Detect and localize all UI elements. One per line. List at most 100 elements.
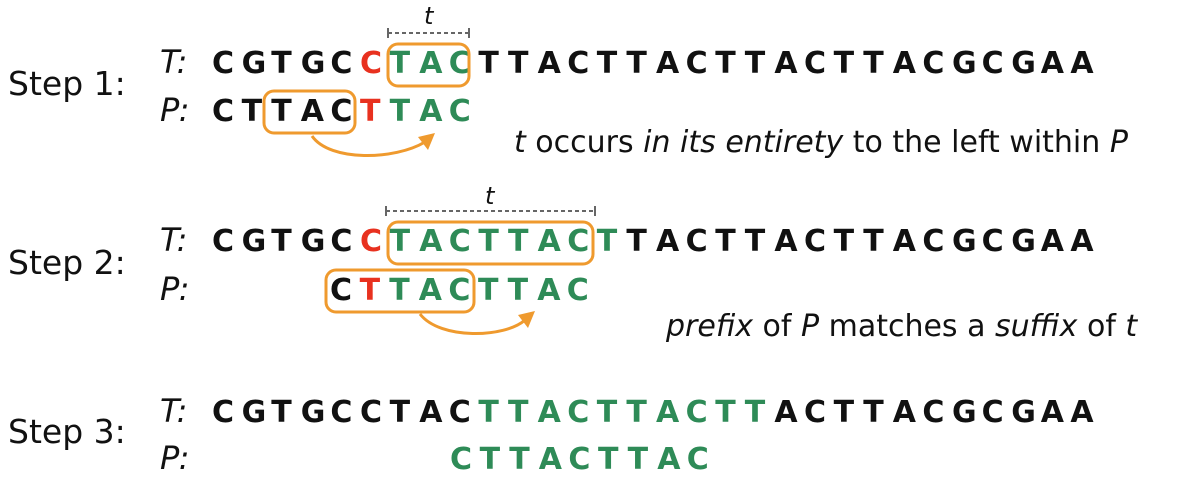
step-1-T-sequence-letter-5: C bbox=[360, 46, 382, 81]
step-2-T-sequence-letter-1: G bbox=[242, 224, 267, 259]
step-3-T-sequence-letter-6: T bbox=[390, 395, 411, 430]
step-1-T-sequence-letter-17: T bbox=[715, 46, 736, 81]
step-1-T-sequence-letter-8: C bbox=[449, 46, 471, 81]
step-2-T-sequence-letter-2: T bbox=[271, 224, 292, 259]
step-3-T-sequence-letter-9: T bbox=[478, 395, 499, 430]
step-1-T-sequence-letter-9: T bbox=[478, 46, 499, 81]
step-3-T-sequence-letter-2: T bbox=[271, 395, 292, 430]
step-2-T-sequence-letter-11: A bbox=[538, 224, 562, 259]
step-1-T-sequence-letter-4: C bbox=[330, 46, 352, 81]
step-2-T-sequence-letter-8: C bbox=[449, 224, 471, 259]
step-1-T-sequence-letter-25: G bbox=[952, 46, 977, 81]
step-2-T-sequence-letter-17: T bbox=[715, 224, 736, 259]
step-3-T-sequence-letter-22: T bbox=[863, 395, 884, 430]
step-1-T-sequence-letter-15: A bbox=[656, 46, 680, 81]
step-3-P-sequence-letter-3: A bbox=[539, 442, 563, 477]
step-1-T-sequence-letter-20: C bbox=[804, 46, 826, 81]
step-1-T-sequence-letter-0: C bbox=[212, 46, 234, 81]
step-1-P-sequence-letter-0: C bbox=[212, 94, 234, 129]
step-3-T-sequence-letter-4: C bbox=[330, 395, 352, 430]
step-1-P-sequence-letter-2: T bbox=[271, 94, 292, 129]
step-2-P-sequence-letter-0: C bbox=[330, 273, 352, 308]
step-2-prefix-box bbox=[324, 268, 476, 314]
step-3-T-sequence-letter-12: C bbox=[567, 395, 589, 430]
step-2-T-sequence-letter-29: A bbox=[1070, 224, 1094, 259]
step-3-T-sequence-letter-13: T bbox=[597, 395, 618, 430]
step-1-T-sequence-letter-18: T bbox=[745, 46, 766, 81]
step-2-T-sequence-letter-23: A bbox=[893, 224, 917, 259]
step-3-P-sequence-letter-6: T bbox=[628, 442, 649, 477]
step-1-T-sequence-letter-21: T bbox=[834, 46, 855, 81]
step-2-P-sequence-letter-5: T bbox=[478, 273, 499, 308]
step-2-T-sequence-letter-5: C bbox=[360, 224, 382, 259]
step-1-T-sequence-letter-11: A bbox=[538, 46, 562, 81]
step-3-T-sequence-letter-18: T bbox=[745, 395, 766, 430]
step-2-T-label: T: bbox=[160, 221, 187, 259]
step-3-T-sequence-letter-19: A bbox=[774, 395, 798, 430]
step-1-T-sequence-letter-3: G bbox=[301, 46, 326, 81]
step-2-t-bracket: t bbox=[385, 182, 596, 216]
step-1-T-sequence-letter-28: A bbox=[1041, 46, 1065, 81]
step-3-P-sequence-letter-7: A bbox=[657, 442, 681, 477]
step-3-P-sequence-letter-2: T bbox=[509, 442, 530, 477]
step-3-T-sequence-letter-0: C bbox=[212, 395, 234, 430]
step-2-P-sequence-letter-6: T bbox=[508, 273, 529, 308]
step-1-P-sequence-letter-3: A bbox=[301, 94, 325, 129]
step-3-label: Step 3: bbox=[8, 412, 126, 451]
step-1-t-box bbox=[386, 42, 471, 88]
step-3-T-sequence-letter-28: A bbox=[1041, 395, 1065, 430]
step-1-P-sequence-letter-6: T bbox=[390, 94, 411, 129]
step-1-P-sequence-letter-5: T bbox=[360, 94, 381, 129]
step-3-T-sequence-letter-5: C bbox=[360, 395, 382, 430]
step-3-P-sequence-letter-8: C bbox=[687, 442, 709, 477]
step-2-T-sequence-letter-12: C bbox=[567, 224, 589, 259]
step-3-T-sequence-letter-3: G bbox=[301, 395, 326, 430]
step-1-T-sequence-letter-12: C bbox=[567, 46, 589, 81]
step-2-T-sequence-letter-13: T bbox=[597, 224, 618, 259]
step-2-T-sequence-letter-22: T bbox=[863, 224, 884, 259]
step-3-T-sequence-letter-16: C bbox=[686, 395, 708, 430]
step-2-T-sequence-letter-19: A bbox=[774, 224, 798, 259]
step-2-P-sequence-letter-8: C bbox=[567, 273, 589, 308]
step-1-T-sequence-letter-2: T bbox=[271, 46, 292, 81]
step-1-t-label: t bbox=[424, 2, 435, 30]
step-2-T-sequence-letter-21: T bbox=[834, 224, 855, 259]
step-2-label: Step 2: bbox=[8, 243, 126, 282]
step-1-T-sequence-letter-16: C bbox=[686, 46, 708, 81]
step-2-T-sequence-letter-25: G bbox=[952, 224, 977, 259]
step-3-T-sequence-letter-24: C bbox=[922, 395, 944, 430]
step-2-T-sequence-letter-7: A bbox=[419, 224, 443, 259]
step-2-T-sequence-letter-16: C bbox=[686, 224, 708, 259]
step-1-T-sequence-letter-22: T bbox=[863, 46, 884, 81]
step-2-T-sequence-letter-14: T bbox=[626, 224, 647, 259]
step-2-arrow bbox=[418, 313, 527, 335]
step-3-P-sequence-letter-5: T bbox=[598, 442, 619, 477]
step-2-T-sequence-letter-4: C bbox=[330, 224, 352, 259]
step-1-P-label: P: bbox=[160, 91, 190, 129]
step-1-T-sequence-letter-1: G bbox=[242, 46, 267, 81]
step-2-T-sequence-letter-20: C bbox=[804, 224, 826, 259]
step-3-T-sequence-letter-15: A bbox=[656, 395, 680, 430]
step-2-arrowhead bbox=[518, 311, 535, 328]
step-2-t-label: t bbox=[485, 182, 496, 210]
step-1-T-sequence-letter-27: G bbox=[1011, 46, 1036, 81]
step-3-T-sequence-letter-1: G bbox=[242, 395, 267, 430]
step-1-T-sequence-letter-26: C bbox=[982, 46, 1004, 81]
step-2-T-sequence-letter-3: G bbox=[301, 224, 326, 259]
step-1-P-sequence-letter-7: A bbox=[419, 94, 443, 129]
step-2-T-sequence-letter-9: T bbox=[478, 224, 499, 259]
step-3-T-sequence-letter-17: T bbox=[715, 395, 736, 430]
step-2-P-sequence-letter-3: A bbox=[419, 273, 443, 308]
step-3-T-sequence-letter-26: C bbox=[982, 395, 1004, 430]
step-2-T-sequence-letter-24: C bbox=[922, 224, 944, 259]
step-3-T-sequence-letter-7: A bbox=[419, 395, 443, 430]
step-3-P-sequence-letter-4: C bbox=[568, 442, 590, 477]
step-3-P-sequence-letter-1: T bbox=[480, 442, 501, 477]
